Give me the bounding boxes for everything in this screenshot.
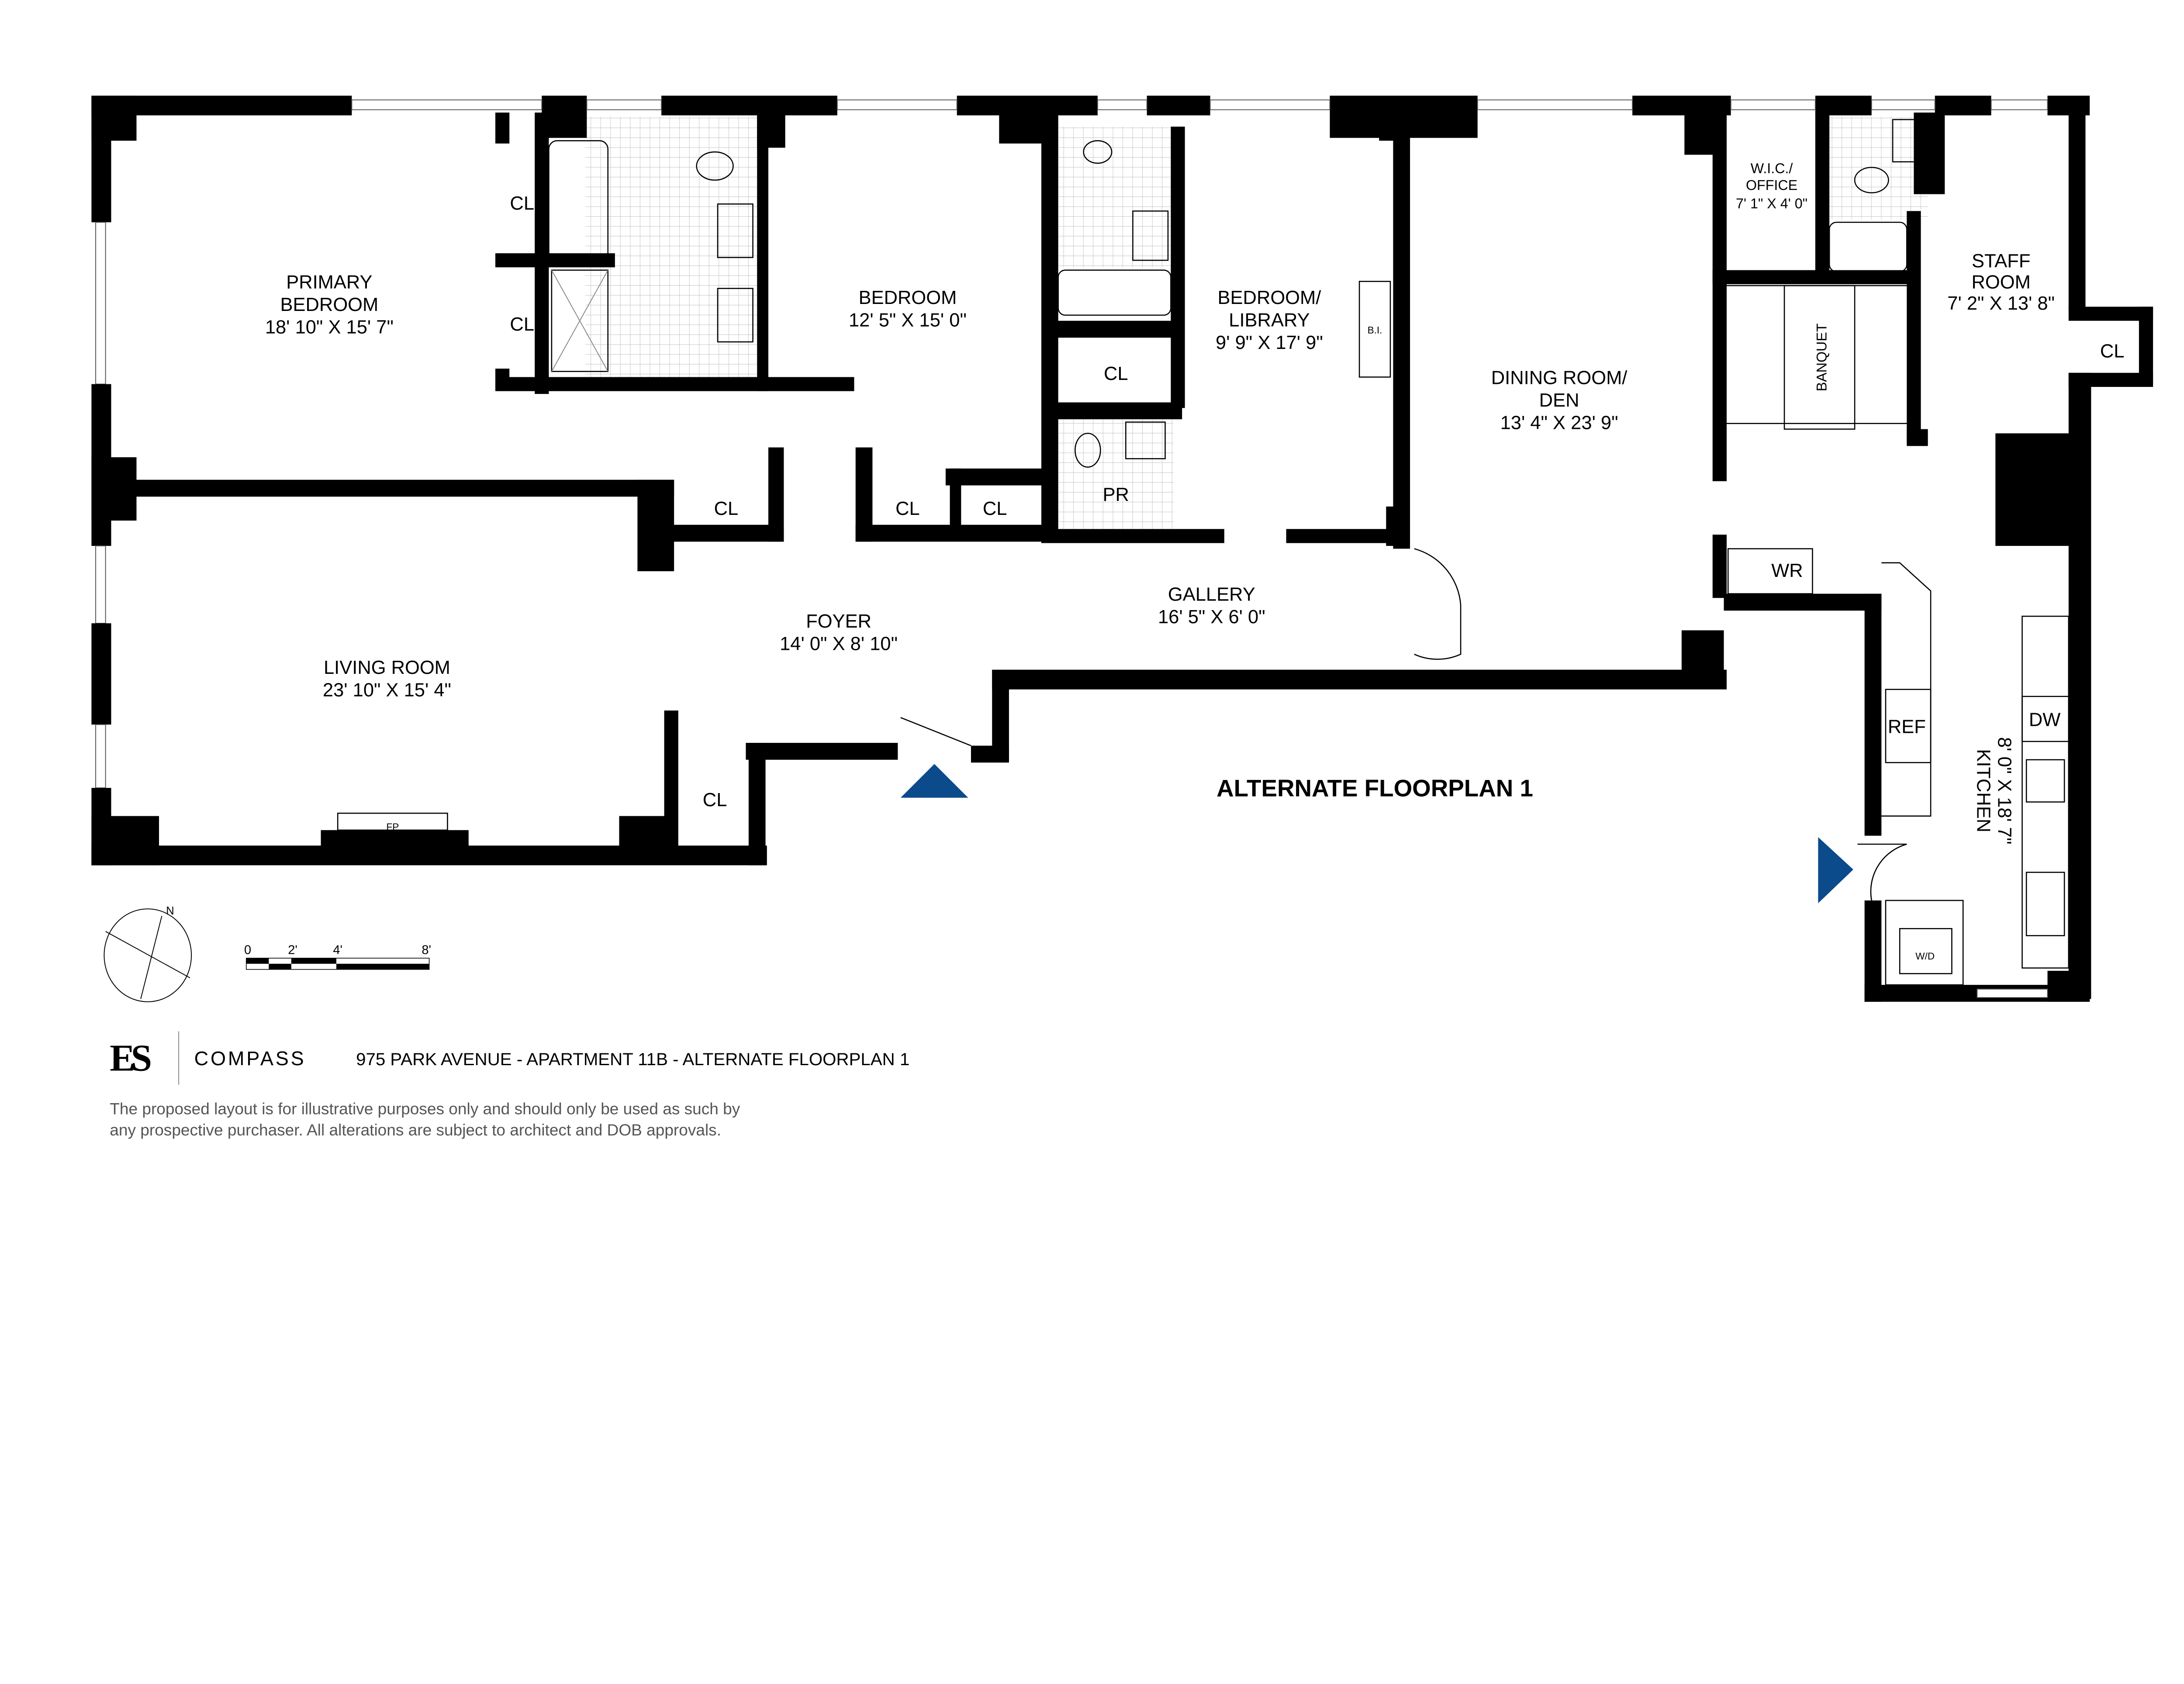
compass-icon: N <box>104 905 192 1002</box>
address-line: 975 PARK AVENUE - APARTMENT 11B - ALTERN… <box>356 1049 909 1069</box>
entry-marker-foyer <box>900 764 968 798</box>
room-name: STAFF <box>1972 251 2030 272</box>
room-size: 8' 0" X 18' 7" <box>1994 737 2015 845</box>
north-label: N <box>166 905 174 917</box>
plan-title: ALTERNATE FLOORPLAN 1 <box>1216 774 1533 801</box>
closet-label: CL <box>1104 363 1128 384</box>
disclaimer-line: The proposed layout is for illustrative … <box>110 1100 740 1118</box>
scale-bar: 0 2' 4' 8' <box>244 943 431 970</box>
room-name: KITCHEN <box>1973 749 1994 832</box>
room-name: LIVING ROOM <box>324 657 450 678</box>
dishwasher-label: DW <box>2029 709 2060 730</box>
disclaimer-line: any prospective purchaser. All alteratio… <box>110 1121 721 1139</box>
compass-logo: COMPASS <box>194 1047 306 1070</box>
room-dining-den: DINING ROOM/ DEN 13' 4" X 23' 9" <box>1491 368 1628 434</box>
scale-tick: 4' <box>333 943 342 957</box>
entry-marker-service <box>1818 837 1853 904</box>
room-size: 23' 10" X 15' 4" <box>323 680 451 701</box>
refrigerator-label: REF <box>1888 716 1926 737</box>
room-size: 14' 0" X 8' 10" <box>780 633 898 654</box>
room-kitchen: KITCHEN 8' 0" X 18' 7" <box>1973 737 2015 845</box>
closet-label: CL <box>510 314 534 335</box>
footer: ES COMPASS 975 PARK AVENUE - APARTMENT 1… <box>110 1031 909 1139</box>
closet-label: CL <box>895 498 920 519</box>
primary-bath-floor <box>585 117 757 377</box>
room-foyer: FOYER 14' 0" X 8' 10" <box>780 611 898 655</box>
room-name: W.I.C./ <box>1751 160 1793 176</box>
wine-refrigerator-label: WR <box>1771 560 1803 581</box>
fireplace-label: FP <box>386 821 399 832</box>
closet-label: CL <box>714 498 739 519</box>
room-wic-office: W.I.C./ OFFICE 7' 1" X 4' 0" <box>1736 160 1807 211</box>
closet-label: CL <box>983 498 1007 519</box>
walls <box>91 96 2153 1002</box>
scale-tick: 0 <box>244 943 251 957</box>
room-name: BEDROOM <box>859 287 957 308</box>
room-bedroom: BEDROOM 12' 5" X 15' 0" <box>849 287 967 331</box>
room-bedroom-library: BEDROOM/ LIBRARY 9' 9" X 17' 9" <box>1216 287 1323 353</box>
room-name: DINING ROOM/ <box>1491 368 1628 389</box>
floorplan: PRIMARY BEDROOM 18' 10" X 15' 7" BEDROOM… <box>91 96 2153 1139</box>
room-name: GALLERY <box>1168 584 1255 605</box>
room-gallery: GALLERY 16' 5" X 6' 0" <box>1158 584 1265 628</box>
room-size: 9' 9" X 17' 9" <box>1216 332 1323 353</box>
room-name: OFFICE <box>1746 177 1797 193</box>
closet-label: CL <box>703 790 727 811</box>
room-size: 13' 4" X 23' 9" <box>1500 413 1618 434</box>
built-in-label: B.I. <box>1368 325 1382 336</box>
room-name: ROOM <box>1972 272 2031 293</box>
room-living-room: LIVING ROOM 23' 10" X 15' 4" <box>323 657 451 701</box>
room-name: FOYER <box>806 611 871 632</box>
room-size: 12' 5" X 15' 0" <box>849 310 967 331</box>
room-size: 7' 1" X 4' 0" <box>1736 196 1807 211</box>
room-name: LIBRARY <box>1229 310 1310 331</box>
powder-room-label: PR <box>1103 484 1129 505</box>
closet-label: CL <box>2100 341 2125 362</box>
scale-tick: 8' <box>422 943 431 957</box>
banquet-label: BANQUET <box>1814 323 1830 391</box>
room-staff-room: STAFF ROOM 7' 2" X 13' 8" <box>1947 251 2055 314</box>
fixtures <box>548 119 2070 986</box>
room-size: 16' 5" X 6' 0" <box>1158 607 1265 628</box>
closet-label: CL <box>510 193 534 214</box>
room-name: PRIMARY <box>286 272 372 293</box>
hall-bath-floor <box>1058 126 1174 268</box>
es-logo: ES <box>110 1037 150 1079</box>
room-name: DEN <box>1539 390 1579 411</box>
powder-room-floor <box>1058 419 1174 529</box>
room-size: 18' 10" X 15' 7" <box>265 317 394 338</box>
room-primary-bedroom: PRIMARY BEDROOM 18' 10" X 15' 7" <box>265 272 394 338</box>
scale-tick: 2' <box>288 943 297 957</box>
room-size: 7' 2" X 13' 8" <box>1947 293 2055 314</box>
washer-dryer-label: W/D <box>1915 951 1935 962</box>
room-name: BEDROOM/ <box>1218 287 1322 308</box>
room-name: BEDROOM <box>280 294 379 315</box>
